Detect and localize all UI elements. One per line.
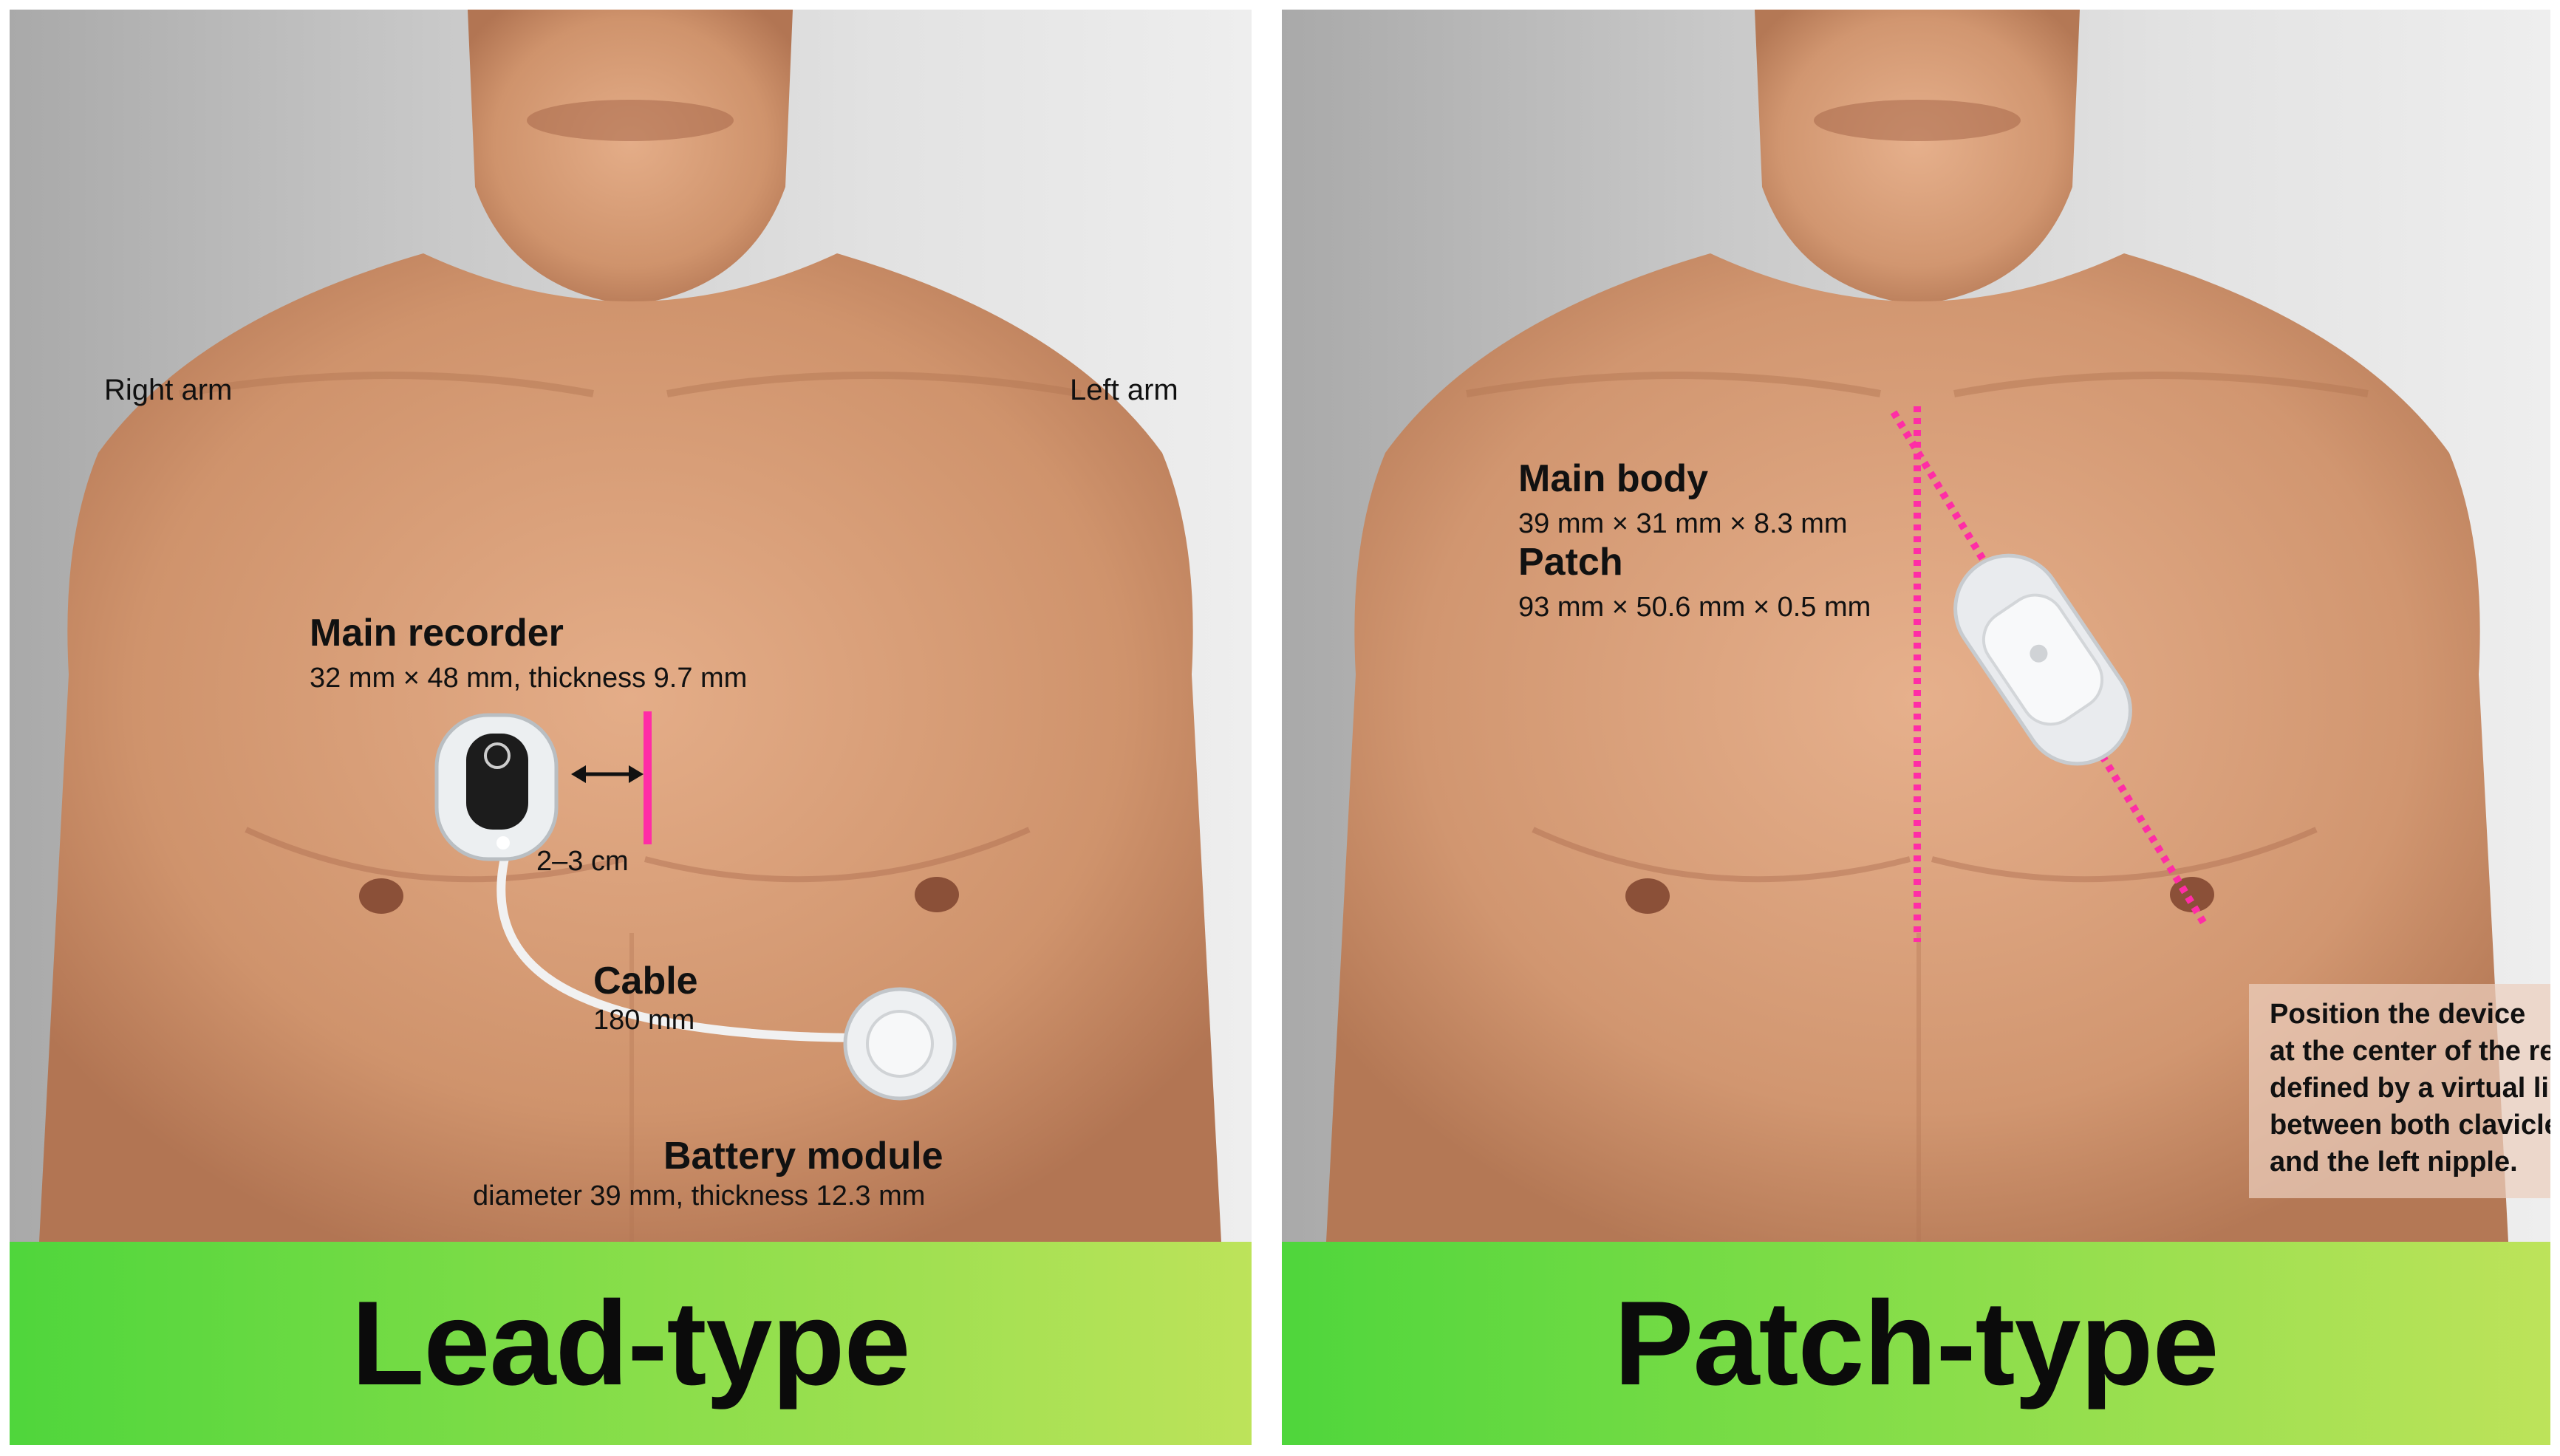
patch-device-overlay: [1890, 406, 2209, 942]
gap-distance-label: 2–3 cm: [536, 846, 629, 877]
placement-note-line: at the center of the region: [2270, 1036, 2550, 1067]
main-recorder-spec: 32 mm × 48 mm, thickness 9.7 mm: [310, 663, 748, 694]
main-recorder-device: [434, 713, 559, 861]
main-recorder-title: Main recorder: [310, 612, 564, 654]
cable-wire: [496, 850, 860, 1042]
patch-type-photo: Main body 39 mm × 31 mm × 8.3 mm Patch 9…: [1282, 10, 2550, 1242]
patch-title: Patch: [1518, 541, 1623, 584]
placement-note-line: Position the device: [2270, 999, 2526, 1030]
placement-note-line: and the left nipple.: [2270, 1146, 2518, 1178]
placement-note-line: defined by a virtual line: [2270, 1073, 2550, 1104]
placement-note-box: Position the device at the center of the…: [2249, 984, 2550, 1198]
lead-device-overlay: [434, 711, 957, 1101]
lead-type-photo: Right arm Left arm Main recorder 32 mm ×…: [10, 10, 1252, 1242]
torso-illustration: [1326, 10, 2508, 1242]
main-body-title: Main body: [1518, 457, 1709, 500]
right-arm-label: Right arm: [104, 374, 233, 406]
placement-note-line: between both clavicles: [2270, 1110, 2550, 1141]
midline-marker: [644, 711, 652, 844]
patch-type-banner-text: Patch-type: [1614, 1276, 2219, 1410]
lead-type-banner: Lead-type: [10, 1242, 1252, 1445]
left-arm-label: Left arm: [1070, 374, 1178, 406]
patch-spec: 93 mm × 50.6 mm × 0.5 mm: [1518, 592, 1871, 623]
main-body-spec: 39 mm × 31 mm × 8.3 mm: [1518, 508, 1848, 539]
battery-module-device: [843, 987, 957, 1101]
lead-type-banner-text: Lead-type: [351, 1276, 910, 1410]
lead-type-panel: Right arm Left arm Main recorder 32 mm ×…: [10, 10, 1252, 1445]
battery-module-title: Battery module: [663, 1135, 943, 1178]
cable-spec: 180 mm: [593, 1005, 695, 1036]
patch-type-panel: Main body 39 mm × 31 mm × 8.3 mm Patch 9…: [1282, 10, 2550, 1445]
cable-title: Cable: [593, 960, 698, 1002]
battery-module-spec: diameter 39 mm, thickness 12.3 mm: [473, 1180, 926, 1211]
distance-arrow: [571, 765, 644, 783]
patch-type-banner: Patch-type: [1282, 1242, 2550, 1445]
patch-device: [1953, 553, 2132, 766]
